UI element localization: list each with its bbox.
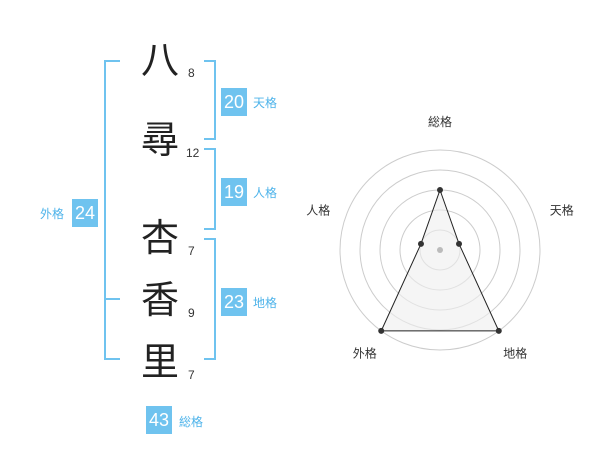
radar-polygon — [380, 188, 500, 332]
tenkaku-value-badge: 20 — [221, 88, 247, 116]
stroke-count-2: 12 — [186, 146, 200, 160]
gaikaku-value-badge: 24 — [72, 199, 98, 227]
stroke-count-1: 8 — [188, 66, 195, 80]
tenkaku-label: 天格 — [253, 96, 278, 110]
chikaku-value-badge: 23 — [221, 288, 247, 316]
name-char-4: 香 — [140, 278, 179, 322]
soukaku-value-badge: 43 — [146, 406, 172, 434]
radar-point-5 — [417, 240, 424, 247]
gaikaku-label: 外格 — [40, 207, 65, 221]
chikaku-bracket — [204, 238, 216, 360]
chikaku-label: 地格 — [253, 296, 278, 310]
stroke-count-5: 7 — [188, 368, 195, 382]
name-stroke-diagram: 八 8 尋 12 杏 7 香 9 里 7 20 天格 19 人格 23 地格 外… — [40, 38, 278, 434]
gaikaku-bracket — [104, 60, 120, 360]
jinkaku-label: 人格 — [253, 186, 278, 200]
radar-point-1 — [437, 187, 443, 193]
name-char-1: 八 — [140, 38, 179, 82]
jinkaku-value-badge: 19 — [221, 178, 247, 206]
name-char-2: 尋 — [140, 118, 179, 162]
jinkaku-bracket — [204, 148, 216, 230]
stroke-count-3: 7 — [188, 244, 195, 258]
radar-point-2 — [456, 240, 463, 247]
radar-point-3 — [495, 327, 502, 334]
radar-axis-label-2: 天格 — [550, 202, 574, 217]
soukaku-label: 総格 — [179, 415, 204, 429]
name-char-3: 杏 — [140, 216, 179, 260]
stroke-count-4: 9 — [188, 306, 195, 320]
radar-point-4 — [378, 327, 385, 334]
radar-center-point — [437, 247, 443, 253]
name-char-5: 里 — [140, 340, 179, 384]
radar-axis-label-4: 外格 — [353, 346, 377, 361]
radar-axis-label-1: 総格 — [428, 114, 452, 129]
radar-axis-label-3: 地格 — [503, 346, 527, 361]
tenkaku-bracket — [204, 60, 216, 140]
radar-axis-label-5: 人格 — [306, 202, 330, 217]
gaikaku-divider-tick — [104, 298, 120, 300]
radar-ring-5 — [339, 149, 541, 351]
